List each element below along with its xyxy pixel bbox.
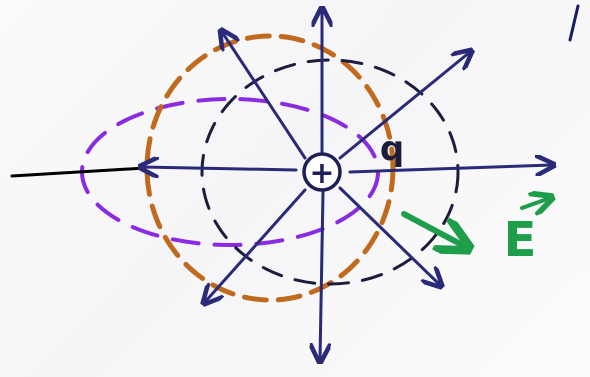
field-symbol-overarrow (522, 198, 550, 208)
axis-stub (12, 168, 145, 176)
field-line-down (320, 192, 323, 360)
field-line-up-right (340, 52, 470, 158)
field-line-left (142, 167, 296, 170)
field-symbol: E (504, 212, 537, 268)
corner-mark (570, 6, 578, 40)
charge-symbol: q (380, 129, 404, 169)
field-line-up-left (222, 32, 305, 158)
charge-sign: + (309, 156, 334, 191)
field-vector-arrow (404, 214, 466, 247)
